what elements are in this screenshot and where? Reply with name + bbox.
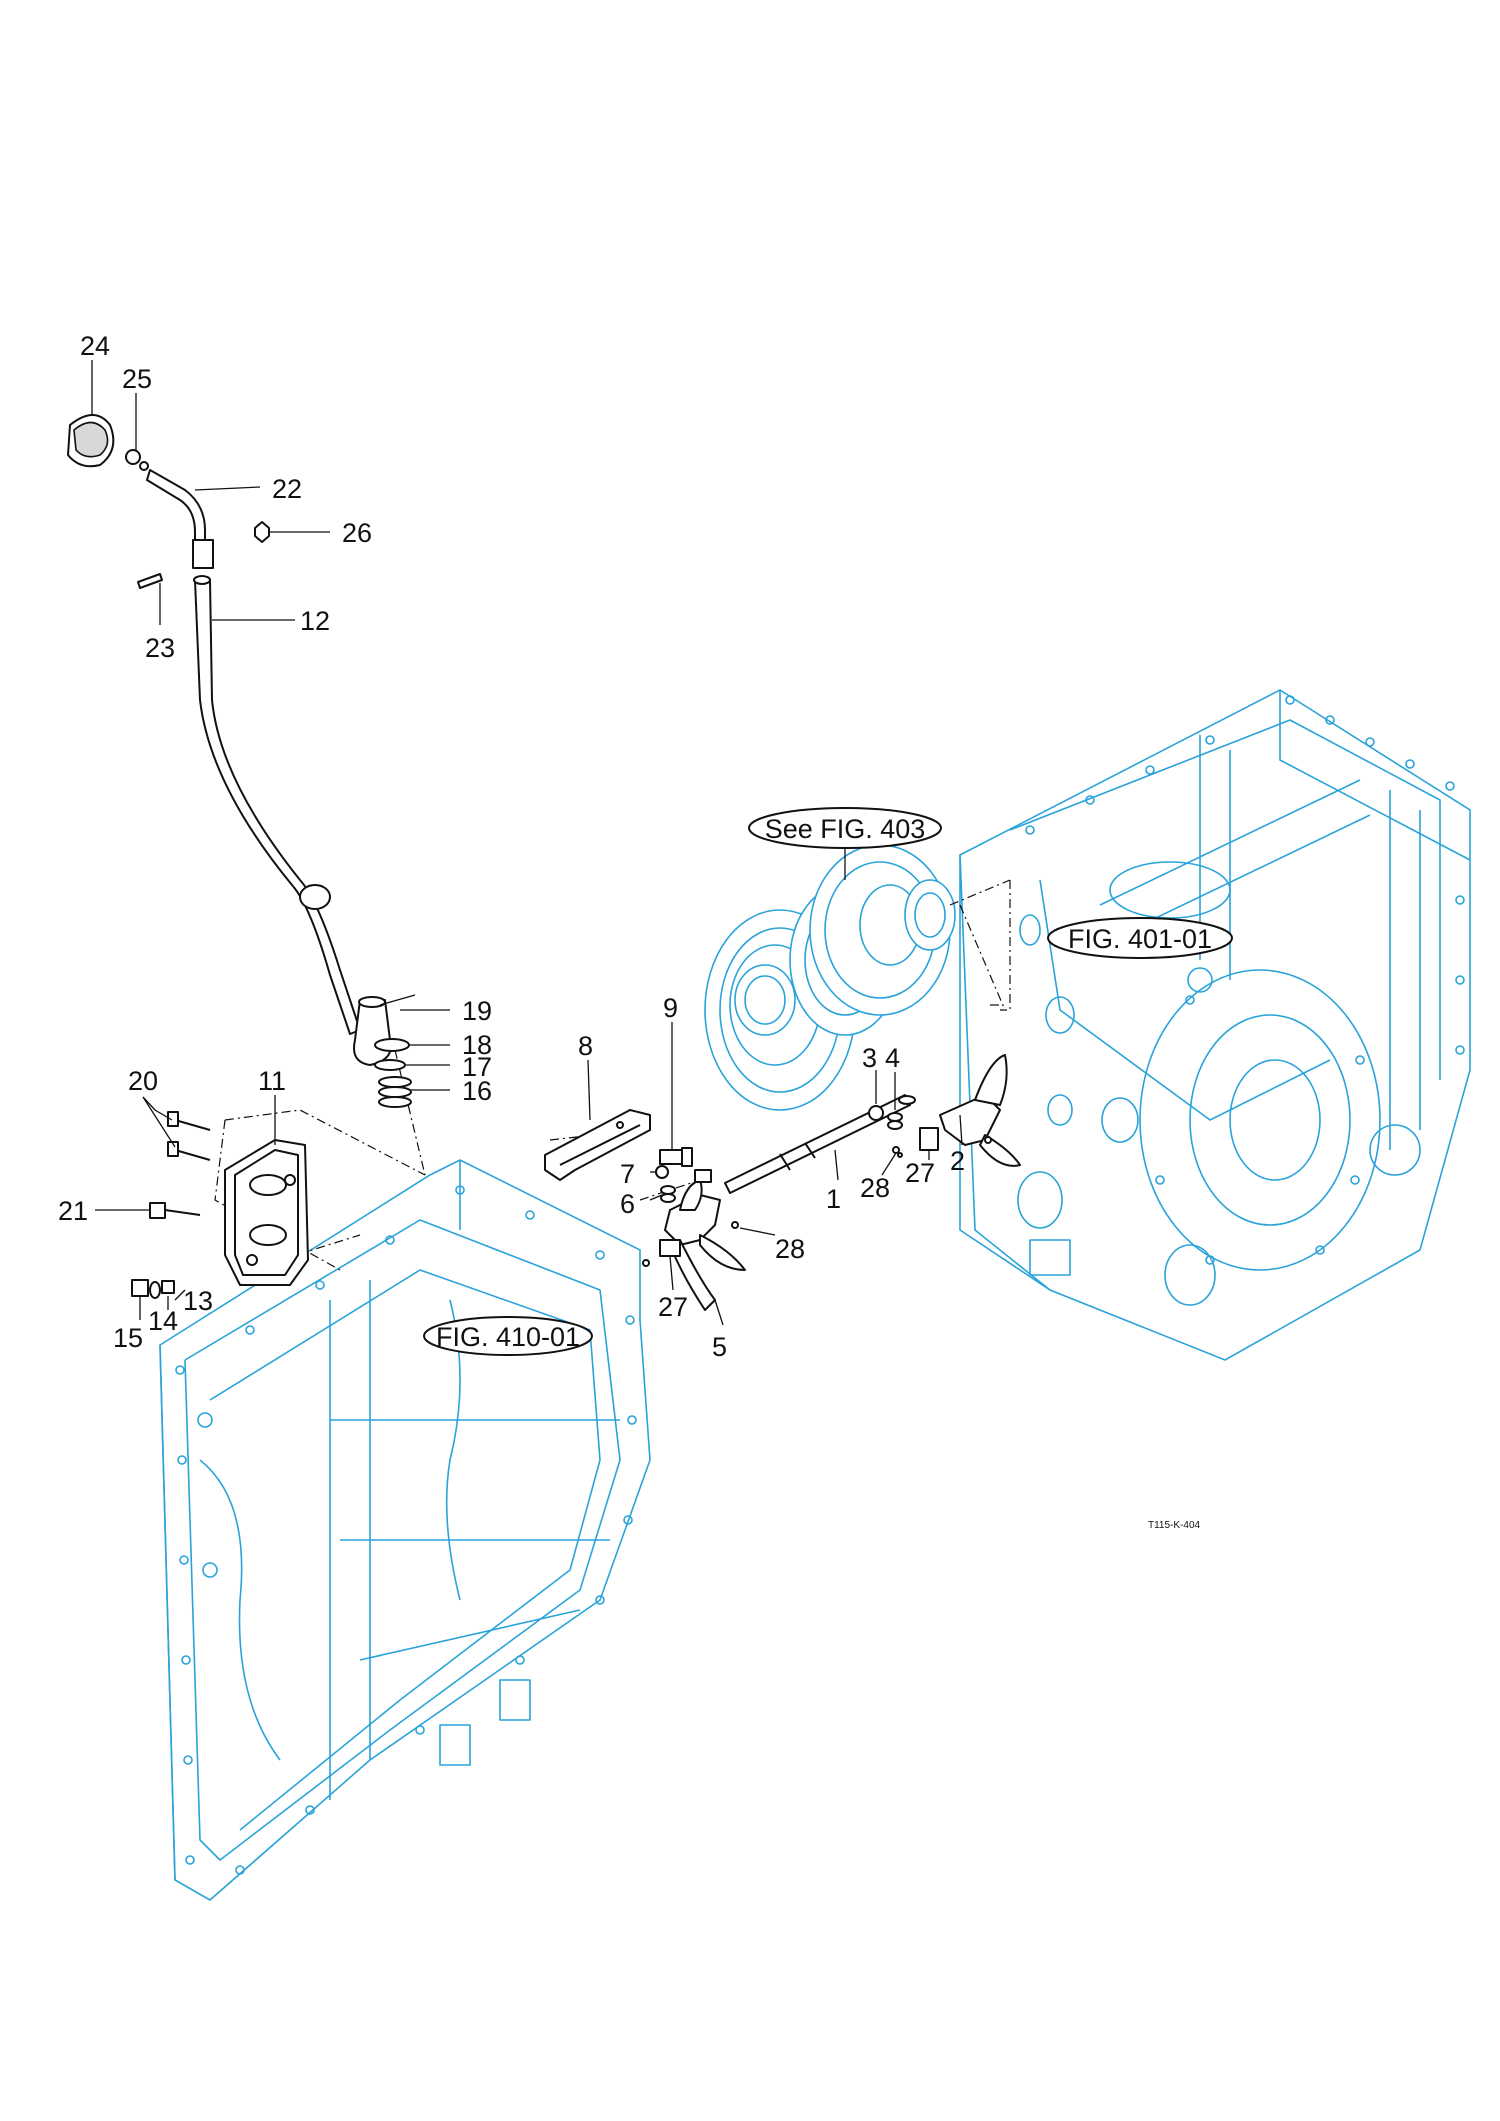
block-27a bbox=[919, 1127, 939, 1151]
callout-9: 9 bbox=[663, 993, 678, 1023]
shift-fork-assembly bbox=[642, 1054, 1021, 1311]
bracket-and-switch bbox=[544, 1109, 693, 1181]
leader-lines bbox=[91, 360, 963, 1326]
block-27b bbox=[659, 1239, 681, 1257]
washer-17 bbox=[374, 1059, 406, 1071]
callout-24: 24 bbox=[80, 331, 110, 361]
bracket-8 bbox=[544, 1109, 651, 1181]
ball-3 bbox=[868, 1105, 884, 1121]
shift-lever bbox=[67, 414, 361, 1035]
callout-21: 21 bbox=[58, 1196, 88, 1226]
bolt-23 bbox=[137, 573, 163, 589]
callout-5: 5 bbox=[712, 1332, 727, 1362]
spring-16a bbox=[378, 1076, 412, 1088]
callout-28a: 28 bbox=[860, 1173, 890, 1203]
rear-transmission-housing bbox=[959, 689, 1471, 1361]
plug-15 bbox=[131, 1279, 149, 1297]
spring-4b bbox=[887, 1120, 903, 1130]
callout-numbers: 24 25 22 26 23 12 19 18 17 16 20 11 21 1… bbox=[58, 331, 965, 1362]
ref-oval-fig401 bbox=[1047, 917, 1233, 959]
callout-4: 4 bbox=[885, 1043, 900, 1073]
callout-12: 12 bbox=[300, 606, 330, 636]
callout-27a: 27 bbox=[905, 1158, 935, 1188]
ref-fig401: FIG. 401-01 bbox=[1068, 924, 1212, 954]
spring-6b bbox=[660, 1193, 676, 1203]
callout-19: 19 bbox=[462, 996, 492, 1026]
callout-28b: 28 bbox=[775, 1234, 805, 1264]
callout-17: 17 bbox=[462, 1052, 492, 1082]
lever-upper bbox=[146, 469, 206, 546]
callout-18: 18 bbox=[462, 1030, 492, 1060]
callout-8: 8 bbox=[578, 1031, 593, 1061]
lever-clamp bbox=[192, 539, 214, 569]
ref-fig410: FIG. 410-01 bbox=[436, 1322, 580, 1352]
pin-13 bbox=[161, 1280, 175, 1294]
lock-nut bbox=[125, 449, 141, 465]
spring-6a bbox=[660, 1185, 676, 1195]
nut-26 bbox=[254, 521, 270, 543]
boot-19 bbox=[353, 999, 392, 1066]
seal-18 bbox=[374, 1038, 410, 1052]
callout-3: 3 bbox=[862, 1043, 877, 1073]
bolt-20b bbox=[174, 1119, 211, 1131]
bolt-21 bbox=[149, 1202, 166, 1219]
ref-oval-fig403 bbox=[748, 807, 942, 849]
washer-14 bbox=[149, 1281, 161, 1299]
callout-23: 23 bbox=[145, 633, 175, 663]
callout-27b: 27 bbox=[658, 1292, 688, 1322]
ref-oval-fig410 bbox=[423, 1316, 593, 1356]
spring-4a bbox=[887, 1112, 903, 1122]
callout-22: 22 bbox=[272, 474, 302, 504]
callout-11: 11 bbox=[258, 1066, 286, 1096]
pin-28b bbox=[642, 1259, 650, 1267]
callout-13: 13 bbox=[183, 1286, 213, 1316]
callout-20: 20 bbox=[128, 1066, 158, 1096]
callout-1: 1 bbox=[826, 1184, 841, 1214]
shift-rod-1 bbox=[724, 1094, 911, 1194]
bolt-20a bbox=[174, 1149, 211, 1161]
spring-16b bbox=[378, 1086, 412, 1098]
callout-2: 2 bbox=[950, 1146, 965, 1176]
lever-boot-parts bbox=[353, 994, 416, 1108]
callout-14: 14 bbox=[148, 1306, 178, 1336]
gear-assembly bbox=[704, 844, 956, 1111]
callout-26: 26 bbox=[342, 518, 372, 548]
shift-fork-5 bbox=[664, 1194, 721, 1246]
ref-fig403: See FIG. 403 bbox=[765, 814, 926, 844]
figure-references: See FIG. 403 FIG. 401-01 FIG. 410-01 bbox=[423, 807, 1233, 1356]
lever-lower bbox=[194, 579, 361, 1035]
pin-28a bbox=[892, 1146, 900, 1154]
callout-6: 6 bbox=[620, 1189, 635, 1219]
callout-7: 7 bbox=[620, 1159, 635, 1189]
switch-9 bbox=[659, 1149, 683, 1165]
callout-16: 16 bbox=[462, 1076, 492, 1106]
callout-15: 15 bbox=[113, 1323, 143, 1353]
drawing-code: T115-K-404 bbox=[1148, 1520, 1201, 1531]
ball-7 bbox=[655, 1165, 669, 1179]
shift-cover-assembly bbox=[131, 1111, 309, 1299]
callout-25: 25 bbox=[122, 364, 152, 394]
